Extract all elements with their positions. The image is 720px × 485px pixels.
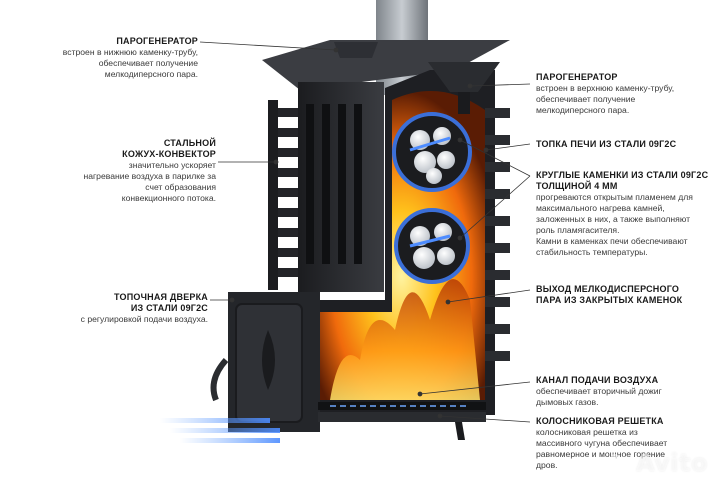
callout-line: конвекционного потока. <box>121 193 216 203</box>
avito-watermark: Avito <box>608 449 708 477</box>
callout-line: встроен в нижнюю каменку-трубу, <box>62 47 198 57</box>
callout-firebox-steel: ТОПКА ПЕЧИ ИЗ СТАЛИ 09Г2С <box>536 139 716 150</box>
callout-line: равномерное и мощное горение <box>536 449 666 459</box>
incoming-air-streams <box>160 418 280 443</box>
grate <box>318 412 486 422</box>
lower-steam-generator <box>334 42 378 58</box>
callout-line: мелкодиперсного пара. <box>536 105 630 115</box>
callout-title: ПАРОГЕНЕРАТОР <box>116 36 198 46</box>
callout-line: с регулировкой подачи воздуха. <box>80 314 208 324</box>
callout-line: роль пламягасителя. <box>536 225 620 235</box>
callout-line: прогреваются открытым пламенем для <box>536 192 693 202</box>
callout-stone-baskets: КРУГЛЫЕ КАМЕНКИ ИЗ СТАЛИ 09Г2С ТОЛЩИНОЙ … <box>536 170 718 258</box>
callout-line: мелкодиперсного пара. <box>104 69 198 79</box>
callout-line: значительно ускоряет <box>128 160 216 170</box>
callout-line: дымовых газов. <box>536 397 599 407</box>
callout-steam-generator-lower: ПАРОГЕНЕРАТОР встроен в нижнюю каменку-т… <box>10 36 198 80</box>
callout-line: нагревание воздуха в парилке за <box>83 171 217 181</box>
upper-steam-generator <box>428 62 500 92</box>
callout-steam-generator-upper: ПАРОГЕНЕРАТОР встроен в верхнюю каменку-… <box>536 72 716 116</box>
callout-line: заложенных в них, а также выполняют <box>536 214 691 224</box>
callout-title: ТОЛЩИНОЙ 4 ММ <box>536 181 618 191</box>
callout-line: массивного чугуна обеспечивает <box>536 438 668 448</box>
callout-line: дров. <box>536 460 558 470</box>
callout-title: КАНАЛ ПОДАЧИ ВОЗДУХА <box>536 375 659 385</box>
callout-title: КРУГЛЫЕ КАМЕНКИ ИЗ СТАЛИ 09Г2С <box>536 170 709 180</box>
callout-title: ТОПКА ПЕЧИ ИЗ СТАЛИ 09Г2С <box>536 139 677 149</box>
callout-title: ВЫХОД МЕЛКОДИСПЕРСНОГО <box>536 284 680 294</box>
callout-title: ТОПОЧНАЯ ДВЕРКА <box>114 292 208 302</box>
lower-stone-basket <box>394 208 470 284</box>
watermark-text: Avito <box>635 449 708 477</box>
callout-line: встроен в верхнюю каменку-трубу, <box>536 83 675 93</box>
casing-slots <box>306 104 362 264</box>
casing-top <box>262 40 510 90</box>
callout-line: Камни в каменках печи обеспечивают <box>536 236 688 246</box>
stove-legs <box>455 422 465 440</box>
callout-firebox-door: ТОПОЧНАЯ ДВЕРКА ИЗ СТАЛИ 09Г2С с регулир… <box>10 292 208 325</box>
door-flame-ornament <box>262 330 275 390</box>
right-fins <box>485 108 510 361</box>
callout-line: обеспечивает вторичный дожиг <box>536 386 662 396</box>
callout-line: колосниковая решетка из <box>536 427 638 437</box>
callout-title: КОЖУХ-КОНВЕКТОР <box>122 149 216 159</box>
callout-steel-casing: СТАЛЬНОЙ КОЖУХ-КОНВЕКТОР значительно уск… <box>10 138 217 204</box>
callout-title: СТАЛЬНОЙ <box>163 138 216 148</box>
callout-line: обеспечивает получение <box>536 94 636 104</box>
upper-stone-basket <box>392 112 472 192</box>
callout-title: ИЗ СТАЛИ 09Г2С <box>130 303 208 313</box>
callout-title: ПАРА ИЗ ЗАКРЫТЫХ КАМЕНОК <box>536 295 683 305</box>
callout-line: максимального нагрева камней, <box>536 203 665 213</box>
callout-title: ПАРОГЕНЕРАТОР <box>536 72 618 82</box>
callout-air-channel: КАНАЛ ПОДАЧИ ВОЗДУХА обеспечивает вторич… <box>536 375 716 408</box>
callout-line: счет образования <box>145 182 216 192</box>
callout-grate: КОЛОСНИКОВАЯ РЕШЕТКА колосниковая решетк… <box>536 416 716 471</box>
flame-tongues <box>330 279 480 400</box>
door-handle <box>210 357 229 402</box>
avito-logo-icon <box>609 454 630 474</box>
callout-line: обеспечивает получение <box>98 58 198 68</box>
callout-leaders <box>199 41 531 423</box>
callout-title: КОЛОСНИКОВАЯ РЕШЕТКА <box>536 416 664 426</box>
callout-steam-outlet: ВЫХОД МЕЛКОДИСПЕРСНОГО ПАРА ИЗ ЗАКРЫТЫХ … <box>536 284 716 306</box>
callout-line: стабильность температуры. <box>536 247 648 257</box>
